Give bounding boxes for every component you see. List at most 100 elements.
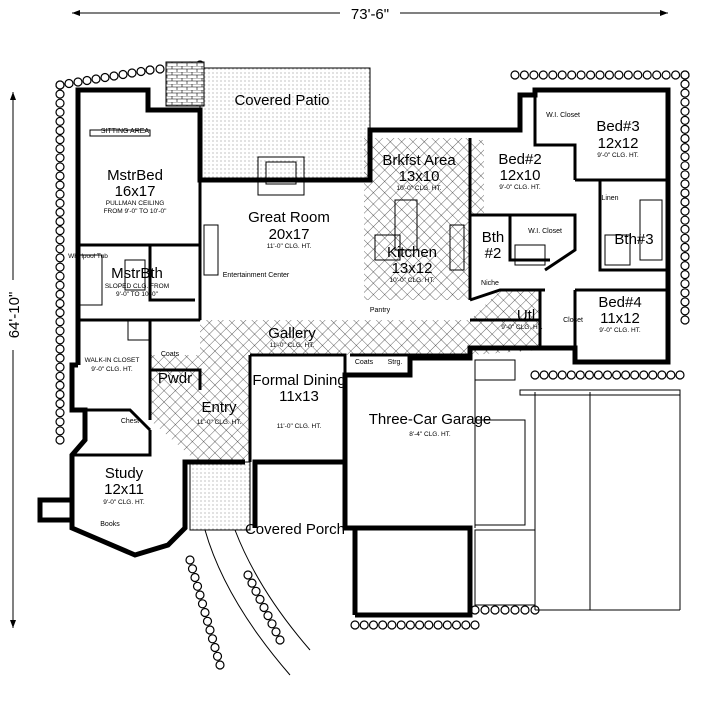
bed4-height: 9'-0" CLG. HT. bbox=[599, 327, 641, 334]
shrub bbox=[55, 271, 65, 281]
bed2-size: 12x10 bbox=[500, 167, 541, 184]
shrub bbox=[55, 253, 65, 263]
shrub bbox=[666, 370, 676, 380]
shrub bbox=[136, 66, 146, 77]
shrub bbox=[55, 98, 65, 108]
brkfst-size: 13x10 bbox=[399, 168, 440, 185]
porch-name: Covered Porch bbox=[245, 521, 345, 538]
great-height: 11'-0" CLG. HT. bbox=[267, 243, 312, 250]
room-labels: Covered Patio SITTING AREA MstrBed 16x17… bbox=[68, 92, 653, 538]
depth-dimension: 64'-10" bbox=[3, 92, 23, 628]
study-size: 12x11 bbox=[104, 481, 144, 498]
shrub bbox=[680, 124, 690, 134]
shrub bbox=[55, 435, 65, 445]
shrub bbox=[255, 594, 265, 605]
shrub bbox=[195, 590, 205, 600]
shrub bbox=[368, 620, 379, 630]
shrub bbox=[55, 262, 65, 272]
shrub bbox=[680, 133, 690, 144]
shrub bbox=[680, 215, 690, 225]
shrub bbox=[567, 70, 577, 80]
shrub bbox=[680, 251, 690, 262]
shrub bbox=[585, 70, 596, 80]
gallery-name: Gallery bbox=[268, 325, 316, 342]
shrub bbox=[55, 317, 65, 327]
shrub bbox=[200, 607, 210, 618]
shrub bbox=[55, 226, 65, 236]
shrub bbox=[519, 70, 530, 80]
bth3-name: Bth#3 bbox=[614, 231, 653, 248]
shrub bbox=[604, 70, 615, 80]
shrub bbox=[623, 70, 633, 80]
storage-label: Strg. bbox=[388, 359, 403, 366]
shrub bbox=[548, 370, 558, 380]
garage-height: 8'-4" CLG. HT. bbox=[409, 431, 451, 438]
shrub bbox=[205, 625, 215, 635]
shrub bbox=[595, 70, 605, 80]
shrub bbox=[55, 380, 65, 390]
shrub bbox=[55, 417, 65, 427]
closet-name: WALK-IN CLOSET bbox=[85, 357, 140, 364]
shrub bbox=[55, 326, 65, 336]
shrub bbox=[55, 135, 65, 145]
shrub bbox=[520, 605, 530, 615]
brkfst-name: Brkfst Area bbox=[382, 152, 456, 169]
shrub bbox=[267, 619, 277, 629]
mstrbed-extra: SITTING AREA bbox=[101, 128, 150, 135]
shrub bbox=[55, 235, 65, 245]
shrub bbox=[510, 70, 520, 80]
shrub bbox=[55, 280, 65, 290]
shrub bbox=[680, 306, 690, 316]
util-name: Utl bbox=[517, 307, 535, 324]
bth2-size: #2 bbox=[485, 245, 502, 262]
shrub bbox=[55, 353, 65, 363]
books-label: Books bbox=[100, 521, 120, 528]
shrub bbox=[100, 72, 110, 83]
shrub bbox=[55, 107, 65, 117]
kitchen-name: Kitchen bbox=[387, 244, 437, 261]
shrub bbox=[197, 599, 208, 609]
great-name: Great Room bbox=[248, 209, 330, 226]
study-name: Study bbox=[105, 465, 144, 482]
shrub bbox=[55, 399, 65, 409]
shrub bbox=[620, 370, 631, 380]
shrub bbox=[680, 106, 690, 116]
closet-height: 9'-0" CLG. HT. bbox=[91, 366, 133, 373]
width-dimension: 73'-6" bbox=[72, 4, 668, 23]
shrub bbox=[680, 206, 690, 216]
shrub bbox=[55, 426, 65, 436]
shrub bbox=[145, 65, 155, 75]
shrub bbox=[680, 170, 690, 180]
shrub bbox=[661, 70, 671, 80]
shrub bbox=[55, 308, 65, 318]
shrub bbox=[680, 270, 690, 280]
depth-dimension-label: 64'-10" bbox=[6, 292, 23, 339]
shrub bbox=[680, 297, 690, 307]
shrub bbox=[433, 620, 443, 630]
shrub bbox=[55, 371, 65, 381]
shrub bbox=[396, 620, 406, 630]
shrub bbox=[251, 586, 261, 596]
shrub bbox=[680, 224, 690, 234]
shrub bbox=[451, 620, 462, 630]
shrub bbox=[557, 370, 567, 380]
driveway bbox=[534, 392, 681, 611]
shrub bbox=[55, 362, 65, 372]
shrub bbox=[593, 370, 604, 380]
shrub bbox=[648, 370, 658, 380]
mstrbed-note-2: FROM 9'-0" TO 10'-0" bbox=[104, 208, 168, 215]
coats-label-1: Coats bbox=[161, 351, 180, 358]
shrub bbox=[657, 370, 667, 380]
shrub bbox=[630, 370, 640, 380]
shrub bbox=[55, 116, 65, 127]
shrub bbox=[55, 389, 65, 400]
shrub bbox=[55, 89, 65, 99]
shrub bbox=[576, 70, 586, 80]
bed3-height: 9'-0" CLG. HT. bbox=[597, 152, 639, 159]
shrub bbox=[557, 70, 567, 80]
shrub bbox=[91, 74, 101, 84]
bed2-name: Bed#2 bbox=[498, 151, 541, 168]
side-fence bbox=[37, 497, 72, 523]
dining-name: Formal Dining bbox=[252, 372, 345, 389]
